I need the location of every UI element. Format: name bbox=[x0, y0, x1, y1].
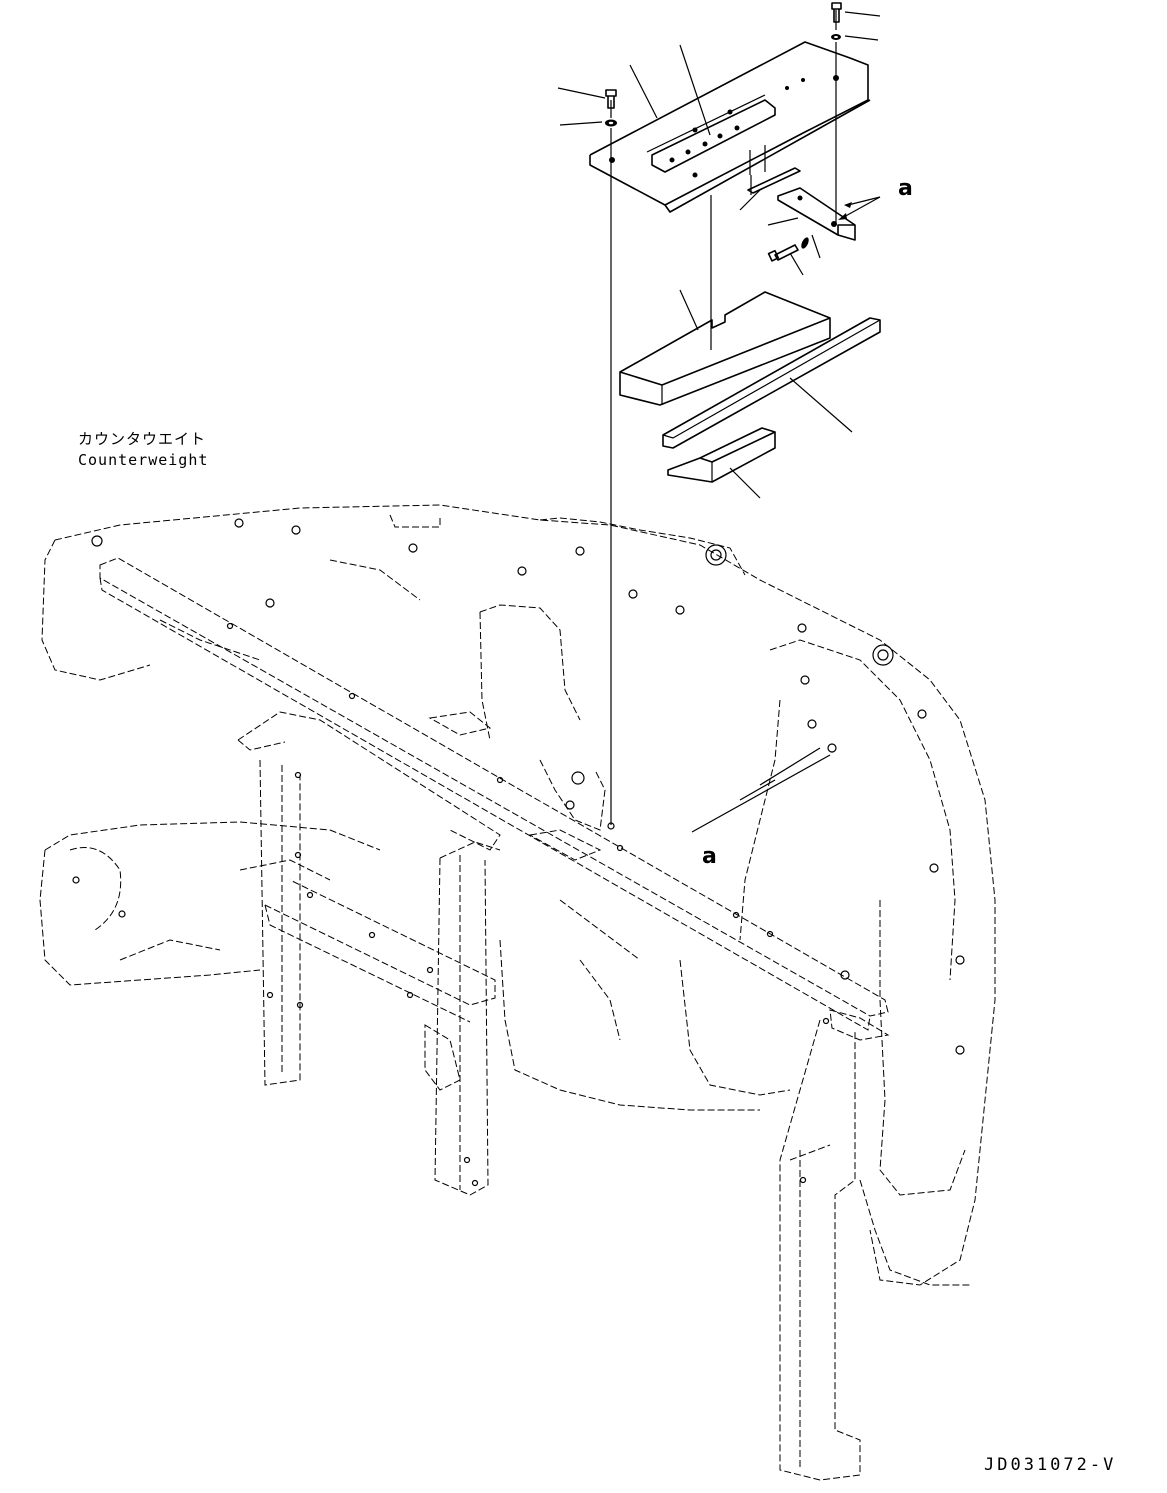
counterweight-label-en: Counterweight bbox=[78, 451, 209, 469]
small-strip bbox=[747, 167, 801, 194]
counterweight-label-jp: カウンタウエイト bbox=[78, 430, 207, 448]
reference-a-bottom: a bbox=[702, 844, 717, 869]
cross-beam bbox=[99, 557, 890, 1041]
support-structure bbox=[237, 711, 861, 1481]
bolts-and-washers bbox=[605, 2, 842, 262]
assembly-lines bbox=[607, 10, 837, 830]
rubber-block bbox=[619, 291, 831, 406]
top-cover-plate bbox=[589, 41, 871, 213]
l-bracket bbox=[777, 187, 856, 241]
drawing-code: JD031072-V bbox=[984, 1455, 1117, 1475]
reference-a-top: a bbox=[898, 176, 913, 201]
leader-lines bbox=[557, 11, 881, 833]
long-seal-strip bbox=[662, 317, 881, 449]
wedge-piece bbox=[667, 427, 776, 483]
counterweight-outline bbox=[39, 504, 996, 1286]
